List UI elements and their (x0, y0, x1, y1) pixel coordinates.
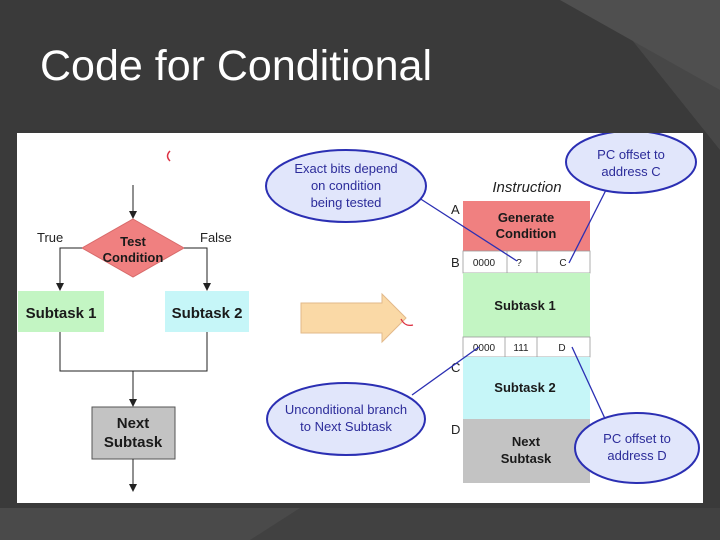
subtask2-block (463, 357, 590, 419)
unconditional-line1: Unconditional branch (285, 402, 407, 417)
small-arc-mark (166, 150, 171, 162)
next-subtask-block-line1: Next (512, 434, 541, 449)
test-condition-diamond (80, 218, 186, 278)
pc-offset-c-line1: PC offset to (597, 147, 665, 162)
pc-offset-d-line2: address D (607, 448, 666, 463)
row-b-opcode: 0000 (473, 258, 496, 269)
row-c-opcode: 0000 (473, 343, 496, 354)
subtask1-block (463, 273, 590, 337)
pc-offset-c-pointer (568, 187, 608, 264)
address-label-a: A (451, 202, 460, 217)
exact-bits-line2: on condition (311, 178, 381, 193)
next-subtask-box (91, 406, 176, 460)
pc-offset-d-line1: PC offset to (603, 431, 671, 446)
address-label-d: D (451, 422, 460, 437)
generate-condition-line2: Condition (496, 226, 557, 241)
unconditional-pointer (411, 346, 480, 396)
merge-line (59, 332, 208, 372)
callouts: Exact bits depend on condition being tes… (265, 133, 700, 484)
pc-offset-c-callout (565, 133, 697, 194)
address-label-c: C (451, 360, 460, 375)
row-b-bits: ? (516, 258, 522, 269)
generate-condition-box (463, 201, 590, 251)
exact-bits-callout (265, 149, 427, 223)
instruction-heading: Instruction (492, 179, 561, 196)
row-b-offset: C (559, 258, 566, 269)
subtask2-block-label: Subtask 2 (494, 380, 555, 395)
test-condition-label-line2: Condition (103, 250, 164, 265)
subtask1-label: Subtask 1 (26, 305, 97, 322)
exact-bits-line1: Exact bits depend (294, 161, 397, 176)
arrow-tail-mark (400, 318, 414, 326)
false-label: False (200, 230, 232, 245)
row-c-bits: 111 (513, 343, 529, 354)
pc-offset-d-callout (574, 412, 700, 484)
subtask1-block-label: Subtask 1 (494, 298, 555, 313)
unconditional-callout (266, 382, 426, 456)
big-right-arrow (300, 292, 407, 344)
true-label: True (37, 230, 63, 245)
slide-title: Code for Conditional (40, 42, 433, 90)
next-subtask-label-line1: Next (117, 415, 150, 432)
subtask2-box (165, 291, 249, 332)
next-subtask-block (463, 419, 590, 483)
exact-bits-line3: being tested (311, 195, 382, 210)
conditional-diagram: Test Condition True False Subtask 1 Subt… (18, 133, 700, 492)
diagram-panel: Test Condition True False Subtask 1 Subt… (17, 133, 703, 503)
exact-bits-pointer (415, 195, 518, 262)
address-label-b: B (451, 255, 460, 270)
flowchart: Test Condition True False Subtask 1 Subt… (18, 150, 249, 492)
true-branch-line (56, 247, 82, 291)
unconditional-line2: to Next Subtask (300, 419, 392, 434)
false-branch-line (184, 247, 211, 291)
row-c-offset: D (558, 343, 565, 354)
test-condition-label-line1: Test (120, 234, 146, 249)
next-subtask-block-line2: Subtask (501, 451, 552, 466)
generate-condition-line1: Generate (498, 210, 554, 225)
pc-offset-c-line2: address C (601, 164, 660, 179)
pc-offset-d-pointer (571, 346, 608, 424)
instruction-diagram: Instruction Generate Condition 0000 ? C … (451, 179, 591, 483)
subtask2-label: Subtask 2 (172, 305, 243, 322)
next-subtask-label-line2: Subtask (104, 434, 163, 451)
subtask1-box (18, 291, 104, 332)
